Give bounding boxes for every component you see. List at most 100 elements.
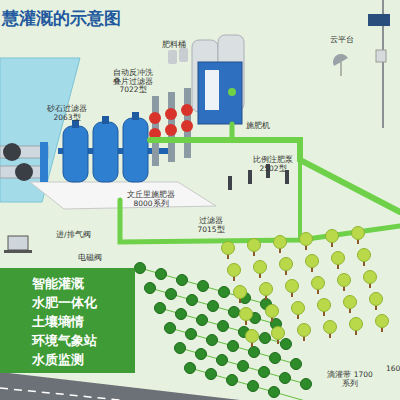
bush (219, 287, 230, 298)
callout-label: 施肥机 (246, 122, 286, 131)
bush (197, 315, 208, 326)
callout-label: 肥料桶 (162, 41, 202, 50)
callout-label: 砂石过滤器 2063型 (42, 105, 92, 122)
bush (208, 301, 219, 312)
tree (364, 271, 377, 284)
bush (135, 263, 146, 274)
tree (260, 283, 273, 296)
drip-line (190, 368, 316, 400)
tree (376, 315, 389, 328)
tree (266, 305, 279, 318)
tree (326, 230, 339, 243)
tree (272, 327, 285, 340)
bush (145, 283, 156, 294)
tree (350, 318, 363, 331)
bush (249, 347, 260, 358)
feature-item: 水肥一体化 (32, 293, 131, 312)
road (0, 372, 240, 400)
tree (298, 324, 311, 337)
tree (280, 258, 293, 271)
bush (156, 269, 167, 280)
tree (292, 302, 305, 315)
tree (254, 261, 267, 274)
tree (332, 252, 345, 265)
bush (301, 379, 312, 390)
callout-label: 比例注肥泵 2502型 (248, 156, 298, 173)
feature-item: 土壤墒情 (32, 312, 131, 331)
field-devices (4, 164, 289, 253)
feature-item: 智能灌溉 (32, 274, 131, 293)
drip-line (180, 348, 306, 384)
bush (291, 359, 302, 370)
tree (344, 296, 357, 309)
callout-label: 160 (386, 365, 400, 374)
disc-filters (149, 88, 193, 166)
pipes (120, 124, 400, 242)
callout-label: 电磁阀 (78, 254, 113, 263)
tree (228, 264, 241, 277)
tree (286, 280, 299, 293)
tree (324, 321, 337, 334)
bush (185, 363, 196, 374)
tree (312, 277, 325, 290)
bush (186, 329, 197, 340)
bush (238, 361, 249, 372)
tree (338, 274, 351, 287)
bush (259, 367, 270, 378)
callout-label: 文丘里施肥器 8000系列 (122, 191, 180, 208)
bush (228, 341, 239, 352)
diagram-title: 慧灌溉的示意图 (2, 7, 121, 30)
pump-pipes (0, 142, 48, 182)
bush (155, 303, 166, 314)
bush (229, 307, 240, 318)
callout-label: 滴灌带 1700系列 (326, 371, 374, 388)
feature-panel: 智能灌溉水肥一体化土壤墒情环境气象站水质监测 (0, 268, 135, 373)
bush (166, 289, 177, 300)
drip-line (140, 268, 266, 304)
callout-label: 云平台 (330, 36, 370, 45)
tree (248, 239, 261, 252)
field-plants (135, 227, 389, 400)
tree (246, 330, 259, 343)
bush (217, 355, 228, 366)
sand-filters (58, 112, 168, 182)
bush (270, 353, 281, 364)
feature-item: 水质监测 (32, 350, 131, 369)
tree (370, 293, 383, 306)
bush (269, 387, 280, 398)
callout-label: 自动反冲洗 叠片过滤器 7022型 (108, 69, 158, 95)
bush (177, 275, 188, 286)
bush (260, 333, 271, 344)
weather-station (333, 0, 390, 128)
tree (274, 236, 287, 249)
callout-label: 进/排气阀 (56, 231, 101, 240)
tree (300, 233, 313, 246)
bush (218, 321, 229, 332)
bush (176, 309, 187, 320)
bush (281, 339, 292, 350)
tree (240, 308, 253, 321)
bush (227, 375, 238, 386)
bush (248, 381, 259, 392)
tree (318, 299, 331, 312)
tree (358, 249, 371, 262)
callout-label: 过滤器 7015型 (190, 217, 232, 234)
drip-line (150, 288, 276, 324)
bush (207, 335, 218, 346)
bush (165, 323, 176, 334)
bush (280, 373, 291, 384)
bush (187, 295, 198, 306)
bush (175, 343, 186, 354)
platform (30, 182, 216, 209)
road-marking (0, 388, 120, 400)
bush (196, 349, 207, 360)
bush (198, 281, 209, 292)
tree (306, 255, 319, 268)
tree (222, 242, 235, 255)
tree (234, 286, 247, 299)
bush (206, 369, 217, 380)
tree (352, 227, 365, 240)
feature-item: 环境气象站 (32, 331, 131, 350)
